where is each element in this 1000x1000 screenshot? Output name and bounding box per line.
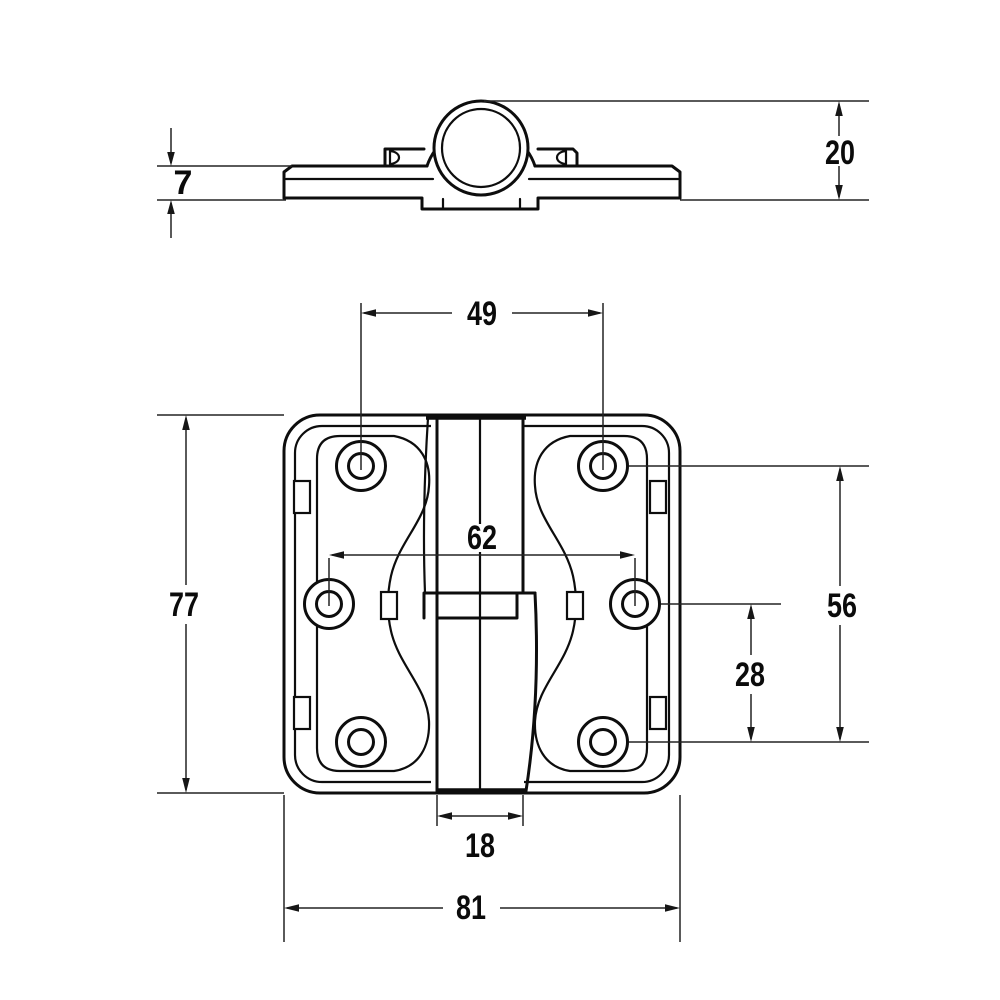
side-view [282,99,682,211]
knuckle-strip-mask [431,418,524,790]
dim-49-extension-lines [360,303,604,470]
hole-bottom-right-inner [589,728,617,756]
dim-62-halo [458,524,506,552]
dim-49-arrow-left [361,309,376,317]
dim-77-arrow-down [182,778,190,793]
dim-81-arrow-right [665,904,680,912]
side-plate-left-top [282,164,429,200]
dim-28-arrow-up [747,604,755,619]
strip-junction-step [422,591,537,620]
hole-bottom-left-outer [335,716,387,768]
dim-62-arrow-right [620,551,635,559]
right-knuckle [536,147,579,168]
dim-label-plate-width: 81 [456,889,486,927]
dim-81-arrow-left [284,904,299,912]
dim-62-extension-lines [328,558,636,606]
dim-label-top-hole-spacing: 49 [467,295,497,333]
right-flap-curve [524,591,538,793]
dim-28-arrow-down [747,727,755,742]
dim-20-extension-lines [484,100,869,201]
side-plate-right-top [533,164,682,200]
dim-7-arrow-down [167,152,175,166]
left-knuckle-detail [388,149,401,166]
dim-62-arrow-left [329,551,344,559]
side-center-step-verticals [441,197,522,210]
dim-49-arrow-right [588,309,603,317]
dim-18-arrow-left [437,812,452,820]
right-middle-tab [565,590,585,621]
right-edge-notch-upper [648,479,668,515]
left-knuckle [383,147,426,168]
left-flap-curve [422,416,430,595]
hole-bottom-left-inner [347,728,375,756]
dim-label-middle-to-bottom-hole: 28 [735,656,765,694]
left-leaf-panel [315,434,431,773]
dim-label-knuckle-width: 18 [465,827,495,865]
dim-77-arrow-up [182,415,190,430]
dim-7-extension-lines [157,165,292,201]
dim-81-extension-lines [283,795,681,942]
dim-20-arrow-up [835,101,843,116]
dim-77-extension-lines [157,414,284,794]
front-view-dimensions: 49 62 77 56 28 18 81 [157,295,869,942]
dim-20-arrow-down [835,185,843,200]
dim-label-middle-hole-spacing: 62 [467,519,497,557]
hole-bottom-right-outer [577,716,629,768]
barrel-inner-circle [440,107,522,189]
right-leaf-panel [533,434,649,773]
left-edge-notch-lower [292,695,312,731]
dim-7-arrow-up [167,200,175,214]
left-middle-tab [379,590,399,621]
dim-label-corner-hole-span: 56 [827,587,857,625]
side-plate-bottom [282,196,682,211]
dim-label-plate-height: 77 [169,586,199,624]
dim-label-overall-height: 20 [825,134,855,172]
right-edge-notch-lower [648,695,668,731]
dim-56-extension-lines [629,465,869,743]
dim-56-arrow-down [836,727,844,742]
dim-56-arrow-up [836,466,844,481]
barrel-outer-circle [432,99,530,197]
dim-18-arrow-right [508,812,523,820]
dim-label-plate-thickness: 7 [174,164,193,202]
side-view-dimensions: 7 20 [157,100,869,238]
dim-18-extension-lines [436,795,524,826]
right-knuckle-detail [555,149,568,166]
front-view [282,413,682,795]
left-edge-notch-upper [292,479,312,515]
